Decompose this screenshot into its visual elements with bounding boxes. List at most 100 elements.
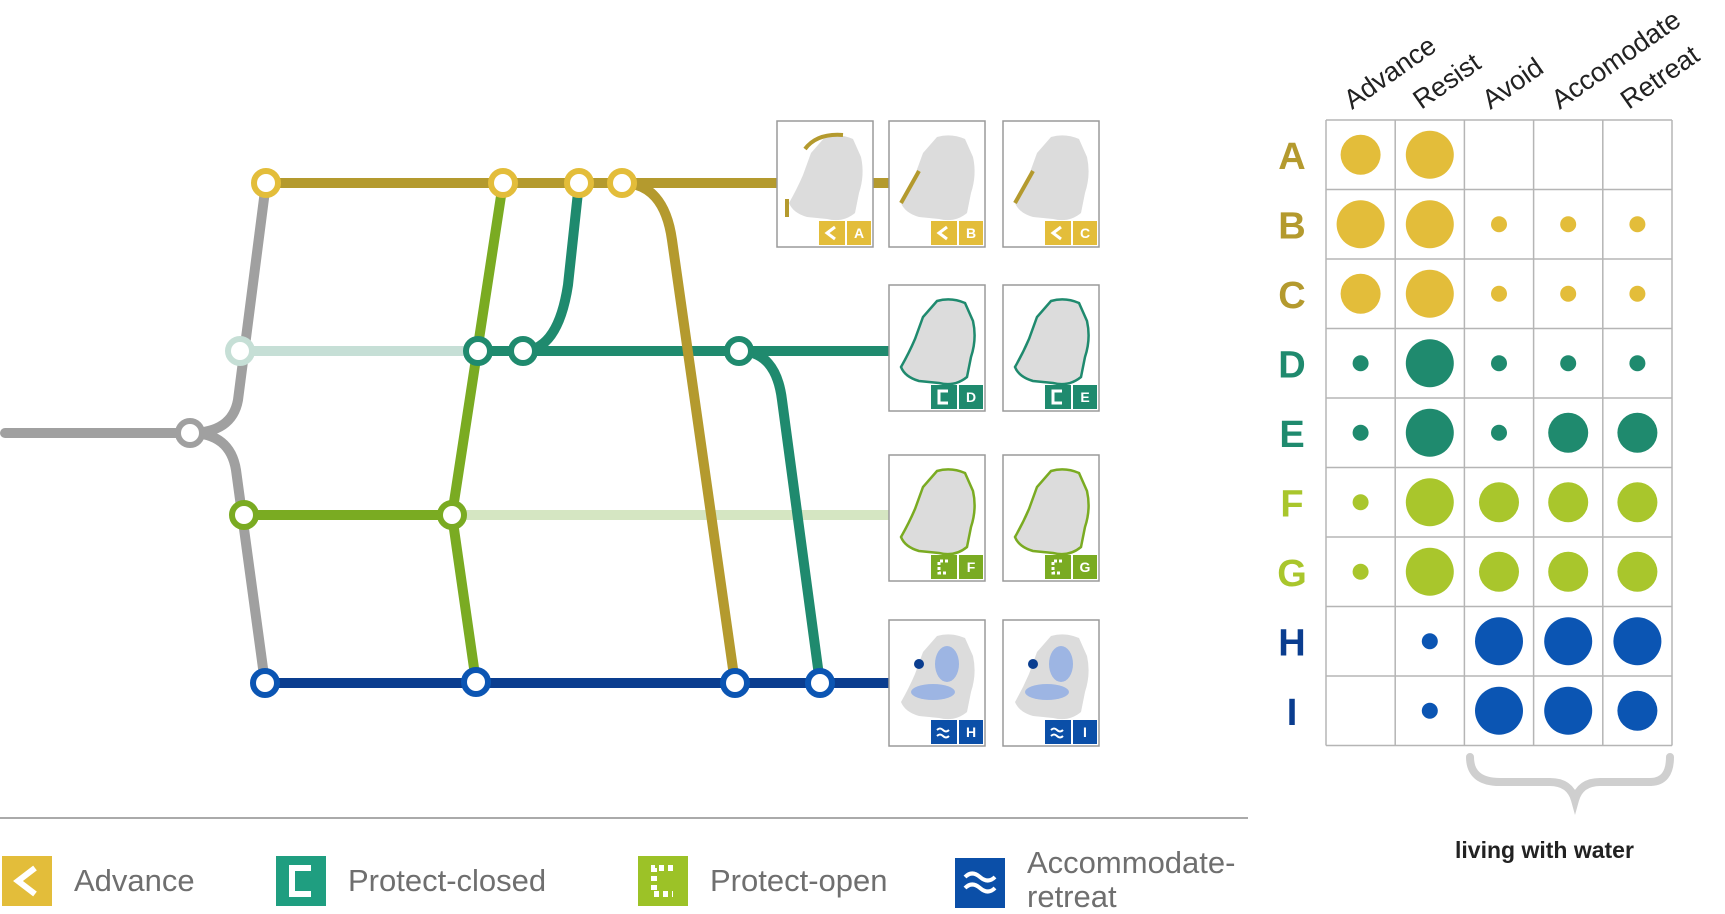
tile-letter-badge [959,555,983,579]
tile-badge-icon [931,221,957,245]
map-tile-f: F [888,454,986,582]
protect-open-bracket-icon [937,559,948,575]
row-header-g: G [1277,553,1307,595]
netherlands-map-icon [1015,135,1089,221]
row-header-i: I [1287,692,1298,734]
matrix-dot [1560,285,1577,302]
tile-letter-badge [959,720,983,744]
pathway-node [463,336,493,366]
pathway-node [225,336,255,366]
map-tile-e: E [1002,284,1100,412]
matrix-dot [1491,424,1507,441]
legend-label-advance: Advance [74,862,195,898]
matrix-dot [1548,551,1589,592]
matrix-dot [1405,269,1454,318]
map-tile-a: A [776,120,874,248]
netherlands-map-icon [1015,469,1089,555]
matrix-dot [1340,134,1381,175]
tile-letter: C [1080,225,1090,241]
matrix-dot [1491,216,1507,233]
grey-branch-upper-line [185,178,271,438]
advance-chevron-icon [2,856,52,906]
matrix-dot [1617,412,1658,453]
coast-advance-line [785,132,844,217]
pathway-node [805,668,835,698]
matrix-dot [1405,408,1454,457]
pathway-node [488,168,518,198]
matrix-dot [1421,633,1438,650]
pathway-node [607,168,637,198]
matrix-dot [1560,355,1577,372]
pathway-node [437,500,467,530]
advance-chevron-icon [936,225,948,241]
protect-closed-bracket-icon [937,389,948,405]
pathway-lines [0,178,900,688]
matrix-dot [1475,617,1523,666]
waves-icon [1050,727,1064,739]
tile-badge-icon [819,221,845,245]
advance-branch-line [617,178,740,688]
tile-letter: A [854,225,864,241]
legend-protect-open: Protect-open [638,856,888,906]
legend-advance: Advance [2,856,195,906]
matrix-dot [1629,355,1646,372]
matrix-dot [1613,617,1662,666]
pathway-node [564,168,594,198]
row-header-c: C [1278,275,1305,317]
matrix-dot [1475,686,1523,735]
coast-advance-line [899,170,921,204]
matrix-dot [1352,563,1369,580]
col-header-avoid: Avoid [1477,52,1549,115]
pathway-node [229,500,259,530]
row-header-f: F [1280,483,1303,525]
tile-badge-icon [1045,385,1071,409]
protect-closed-bracket-icon [276,856,326,906]
map-tile-b: B [888,120,986,248]
matrix-dot [1491,355,1507,372]
protect-open-bracket-icon [1051,559,1062,575]
matrix-dot [1491,285,1507,302]
matrix-dot [1405,339,1454,388]
matrix-dot [1617,551,1658,592]
tile-badge-icon [931,555,957,579]
matrix-dot [1560,216,1577,233]
tile-letter-badge [847,221,871,245]
row-header-h: H [1278,622,1305,664]
legend-label-protect-closed: Protect-closed [348,862,547,898]
row-header-b: B [1278,205,1305,247]
pathway-node [251,168,281,198]
matrix-dot [1629,216,1646,233]
pathway-node [175,418,205,448]
grey-branch-lower-line [185,428,270,688]
tile-badge-icon [1045,555,1071,579]
legend-accommodate-retreat: Accommodate- retreat [955,845,1235,914]
tile-letter-badge [959,385,983,409]
tile-badge-icon [1045,221,1071,245]
netherlands-map-icon [789,135,863,221]
strategy-matrix: AdvanceResistAvoidAccomodateRetreatABCDE… [1277,4,1705,747]
coast-advance-line [1013,170,1035,204]
tile-letter-badge [1073,385,1097,409]
map-tile-g: G [1002,454,1100,582]
protect-open-branch-line [447,178,508,687]
matrix-dot [1405,200,1454,249]
flood-area [935,646,959,682]
pathway-node [720,668,750,698]
map-tile-d: D [888,284,986,412]
tile-letter: D [966,389,976,405]
flood-area [911,684,955,700]
coast-protect-line [899,298,976,386]
matrix-dot [1548,412,1589,453]
matrix-dot [1352,424,1369,441]
pathway-node [250,668,280,698]
matrix-dot [1352,355,1369,372]
legend-protect-closed: Protect-closed [276,856,546,906]
waves-icon [936,727,950,739]
coast-protect-line [1013,298,1090,386]
tile-letter-badge [959,221,983,245]
matrix-dot [1479,551,1519,592]
protect-open-bracket-icon [638,856,688,906]
tile-letter-badge [1073,720,1097,744]
matrix-dot [1405,478,1454,527]
